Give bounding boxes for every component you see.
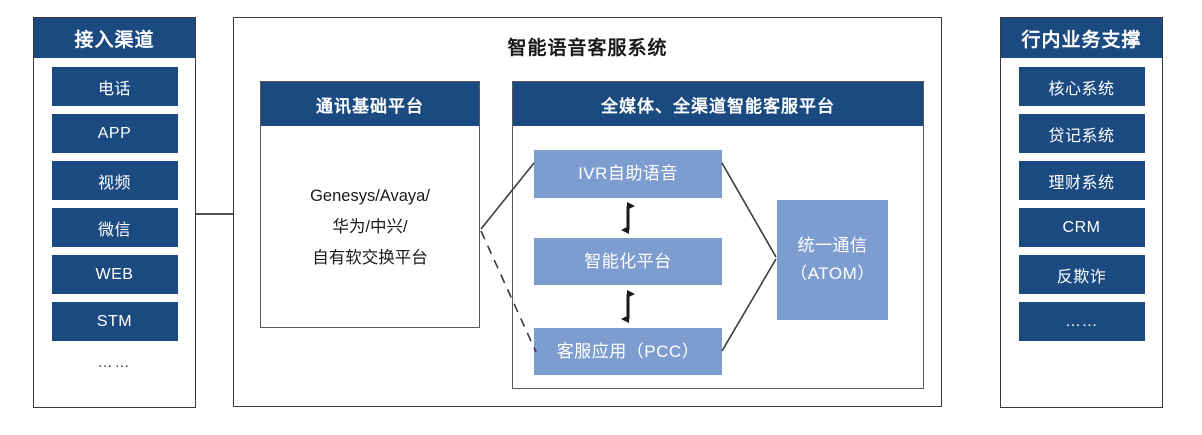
vendor-line-3: 自有软交换平台 [312,249,428,267]
vendor-line-1: Genesys/Avaya/ [310,187,430,205]
module-atom-label-2: （ATOM） [790,264,875,283]
business-support-title: 行内业务支撑 [1001,18,1162,58]
module-unified-communication-atom[interactable]: 统一通信 （ATOM） [777,200,888,320]
support-item-crm[interactable]: CRM [1018,208,1145,247]
access-channels-panel: 接入渠道 电话 APP 视频 微信 WEB STM …… [33,17,196,408]
module-pcc-label: 客服应用（PCC） [556,341,700,361]
connector-ivr-to-atom [721,162,777,258]
module-ivr-self-service[interactable]: IVR自助语音 [534,150,722,198]
channel-item-web[interactable]: WEB [51,255,178,294]
channel-item-phone[interactable]: 电话 [51,67,178,106]
support-item-credit[interactable]: 贷记系统 [1018,114,1145,153]
module-customer-service-app-pcc[interactable]: 客服应用（PCC） [534,328,722,375]
main-system-title: 智能语音客服系统 [507,38,668,59]
support-item-core[interactable]: 核心系统 [1018,67,1145,106]
communication-platform-title: 通讯基础平台 [261,82,479,126]
channel-item-stm[interactable]: STM [51,302,178,341]
communication-platform-vendors: Genesys/Avaya/ 华为/中兴/ 自有软交换平台 [261,126,479,329]
business-support-panel: 行内业务支撑 核心系统 贷记系统 理财系统 CRM 反欺诈 …… [1000,17,1163,408]
support-item-wealth[interactable]: 理财系统 [1018,161,1145,200]
channel-item-wechat[interactable]: 微信 [51,208,178,247]
module-atom-label-1: 统一通信 [797,236,868,255]
support-item-antifraud[interactable]: 反欺诈 [1018,255,1145,294]
channel-item-video[interactable]: 视频 [51,161,178,200]
module-ivr-label: IVR自助语音 [578,164,678,183]
communication-platform-box: 通讯基础平台 Genesys/Avaya/ 华为/中兴/ 自有软交换平台 [260,81,480,328]
channel-item-app[interactable]: APP [51,114,178,153]
module-ai-label: 智能化平台 [584,251,672,271]
access-channels-title: 接入渠道 [34,18,195,58]
channel-item-more: …… [97,353,132,371]
access-channels-list: 电话 APP 视频 微信 WEB STM …… [34,58,195,407]
connector-comm-to-pcc [480,230,537,353]
omnichannel-platform-title: 全媒体、全渠道智能客服平台 [513,82,923,126]
connector-pcc-to-atom [721,258,777,352]
module-ai-platform[interactable]: 智能化平台 [534,238,722,285]
vendor-line-2: 华为/中兴/ [332,218,408,236]
connector-comm-to-ivr [480,162,535,230]
business-support-list: 核心系统 贷记系统 理财系统 CRM 反欺诈 …… [1001,58,1162,407]
support-item-more: …… [1018,302,1145,341]
